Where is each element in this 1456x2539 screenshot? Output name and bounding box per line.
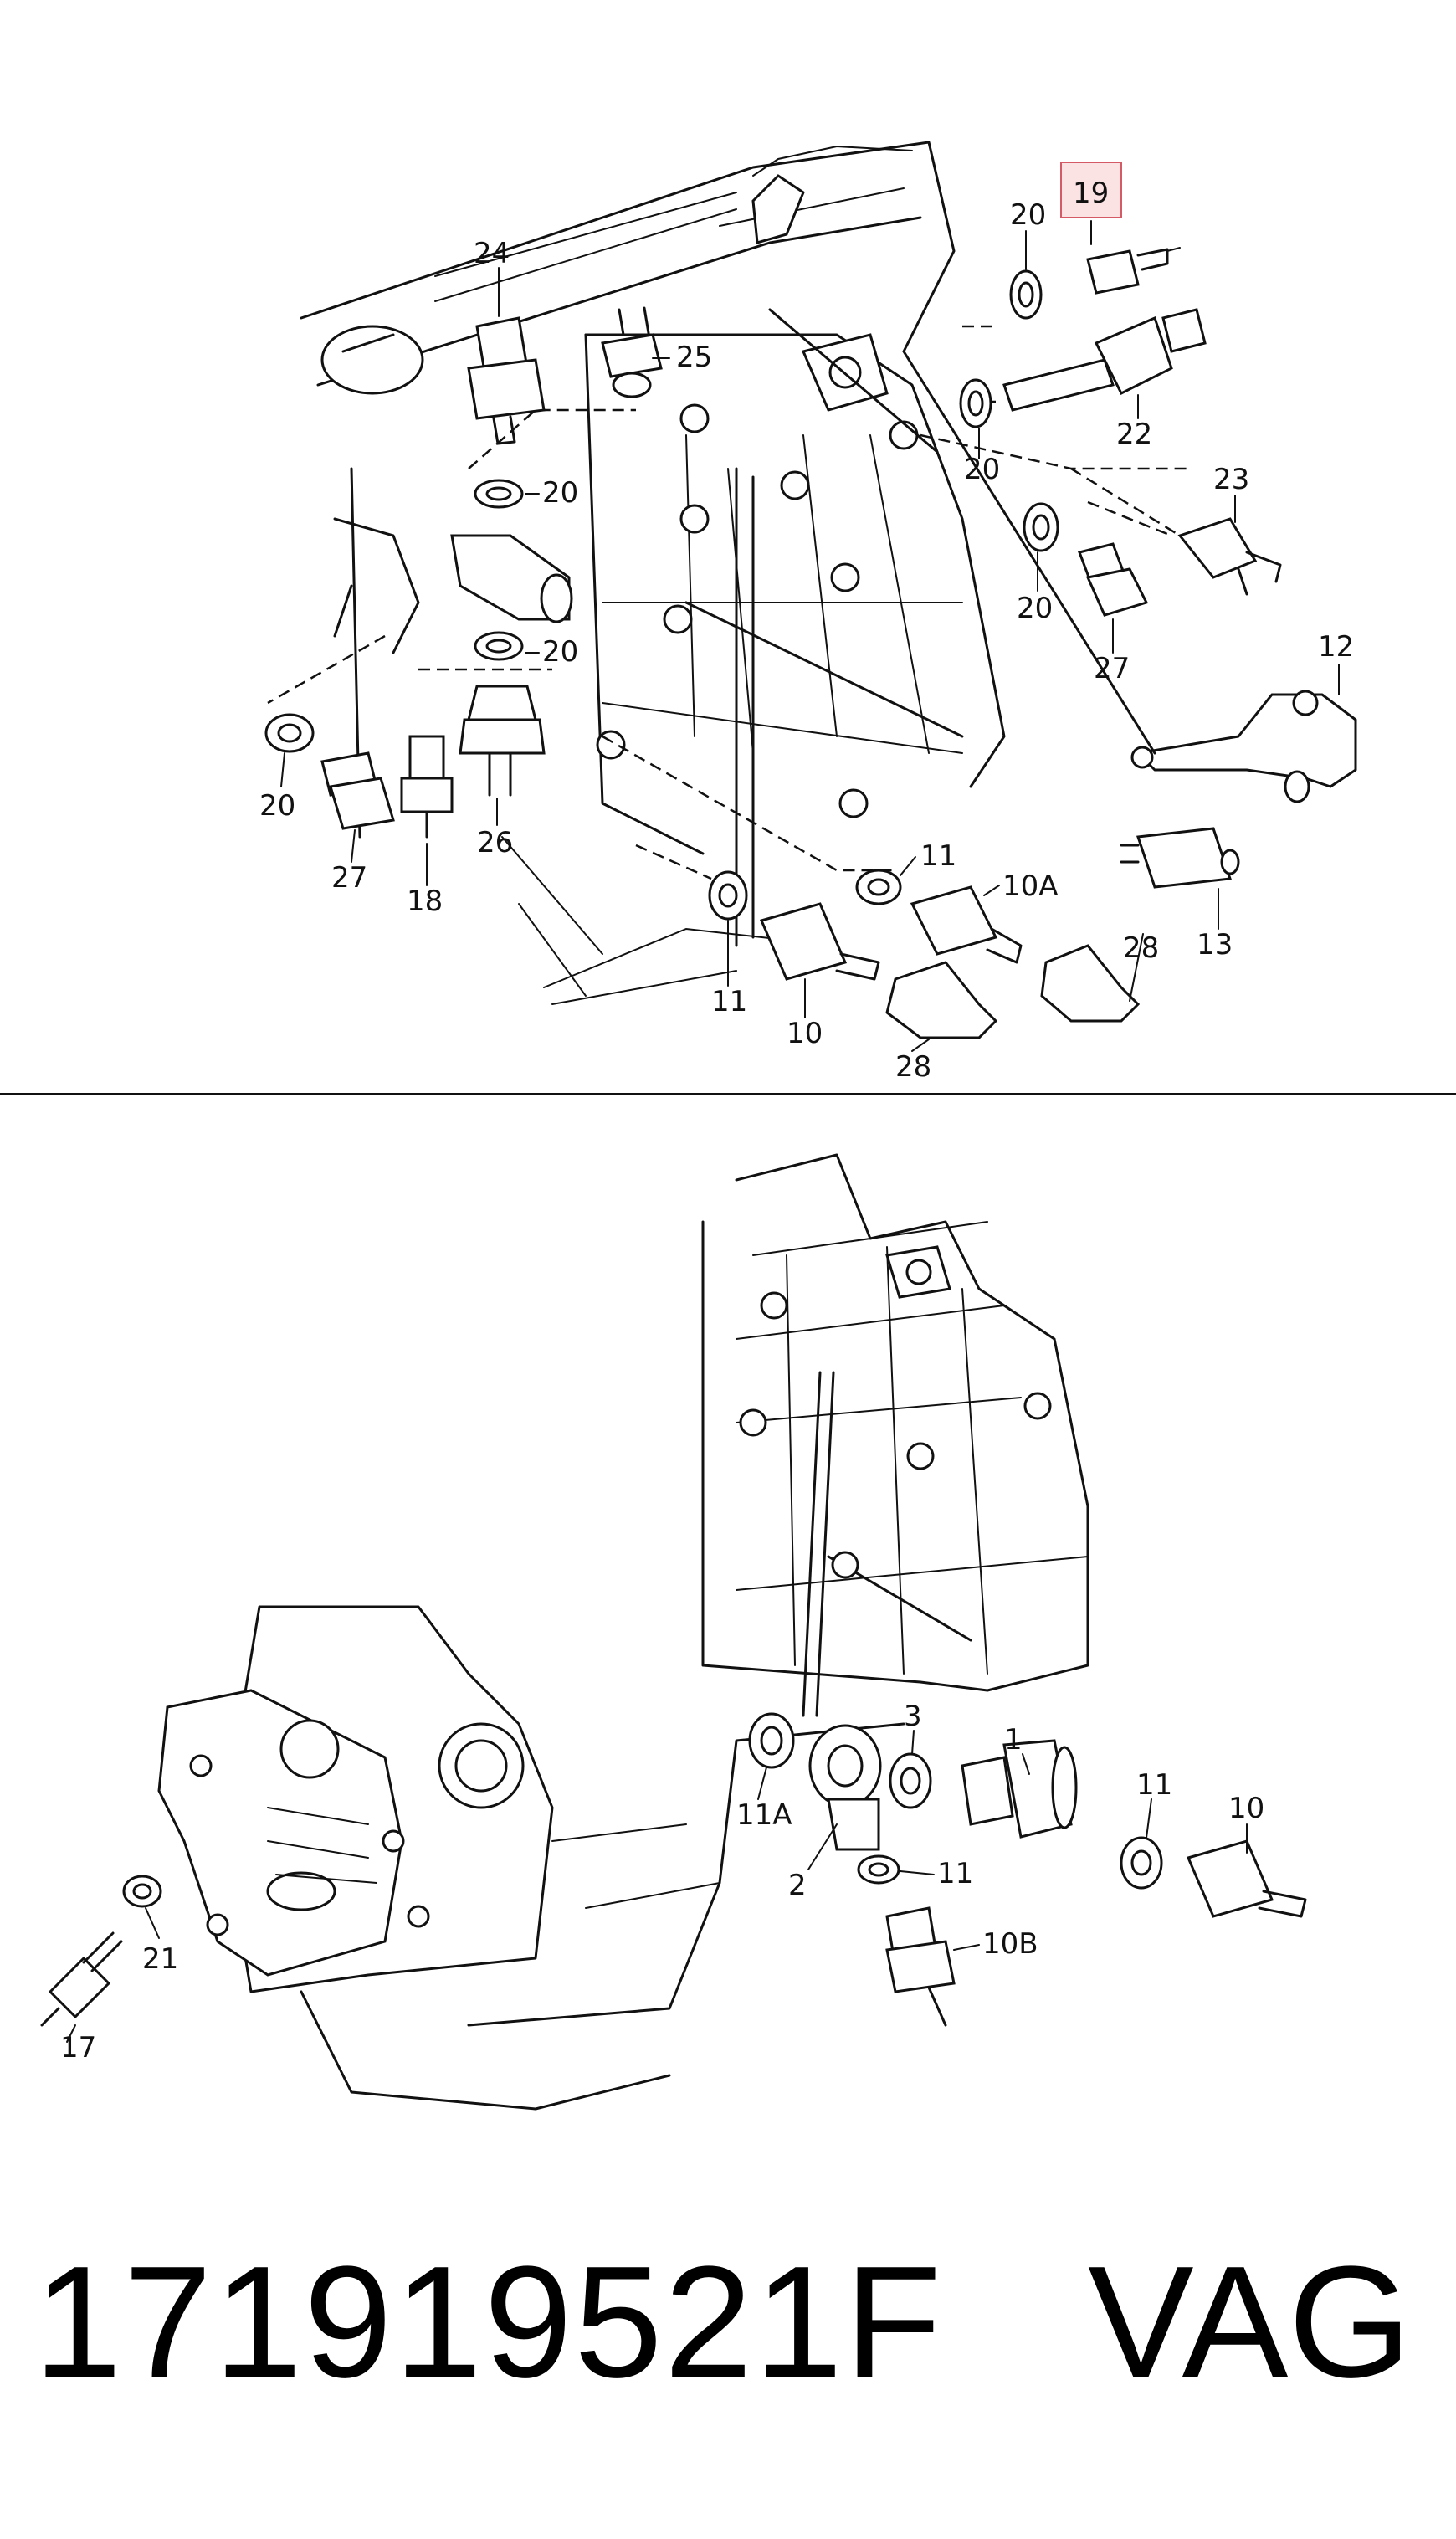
washer-21	[122, 1875, 162, 1908]
sparkplug-17	[40, 1931, 123, 2027]
callout-label: 20	[1017, 592, 1053, 625]
washer-20d	[474, 479, 524, 509]
washer-20c	[1023, 502, 1059, 552]
callout-label: 23	[1213, 463, 1249, 496]
washer-20b	[959, 378, 992, 428]
plug-27a	[1078, 542, 1149, 617]
callout-highlight-box	[1060, 162, 1122, 218]
washer-20e	[474, 631, 524, 661]
sensor-25	[601, 306, 663, 398]
sensor-19	[1086, 247, 1181, 295]
sensor-10b	[885, 1906, 956, 2027]
sensor-23	[1177, 517, 1282, 596]
leader-lines	[267, 325, 1188, 880]
callout-label: 11A	[736, 1798, 792, 1832]
callout-label: 10B	[982, 1927, 1038, 1961]
callout-label: 27	[331, 861, 367, 895]
callout-label: 20	[542, 635, 578, 669]
callout-labels-top: 19 20 24 25 20 20 22 20 23 20 27 12 20 2…	[259, 162, 1354, 1084]
callout-label: 1	[1004, 1723, 1023, 1757]
banjo-2	[808, 1724, 882, 1851]
washer-3	[889, 1752, 932, 1809]
sensor-13	[1120, 827, 1240, 889]
callout-label: 18	[407, 885, 443, 918]
washer-20f	[264, 713, 315, 753]
callout-label: 11	[711, 985, 747, 1018]
callout-label: 20	[964, 453, 1000, 486]
engine-block-top	[300, 141, 1006, 1005]
washer-11-right	[1120, 1836, 1163, 1890]
callout-label: 20	[542, 476, 578, 510]
callout-label: 11	[937, 1857, 973, 1890]
callout-label: 12	[1318, 630, 1354, 664]
sensor-24	[467, 316, 546, 445]
callout-label: 26	[477, 826, 513, 859]
boot-28b	[1040, 944, 1141, 1023]
boot-28a	[885, 961, 998, 1039]
washer-11a	[855, 869, 902, 905]
callout-label: 27	[1094, 652, 1130, 685]
engine-block-bottom	[157, 1153, 1089, 2111]
callout-label: 21	[142, 1942, 178, 1976]
callout-label: 10	[787, 1017, 823, 1050]
callout-label: 13	[1197, 928, 1233, 962]
sensor-10	[759, 902, 880, 981]
callout-label: 20	[259, 789, 295, 823]
callout-label: 11	[1136, 1768, 1172, 1802]
washer-11b	[708, 870, 748, 921]
sensor-10-right	[1186, 1839, 1307, 1918]
label-ticks	[66, 220, 1340, 2043]
washer-20a	[1009, 269, 1043, 320]
sensor-22	[1002, 308, 1207, 412]
parts-diagram: 19 20 24 25 20 20 22 20 23 20 27 12 20 2…	[40, 141, 1357, 2111]
part-number: 171919521F	[33, 2234, 944, 2411]
section-divider	[0, 1093, 1456, 1095]
callout-label: 19	[1073, 177, 1109, 210]
callout-label: 17	[60, 2031, 96, 2065]
callout-labels-bottom: 1 3 11 10 11A 2 11 10B 21 17	[60, 1700, 1264, 2065]
callout-label: 25	[676, 341, 712, 374]
brand-name: VAG	[1088, 2234, 1412, 2411]
callout-label: 22	[1116, 418, 1152, 451]
callout-label: 3	[904, 1700, 922, 1733]
sensor-body-mid	[450, 534, 573, 623]
callout-label: 28	[895, 1050, 931, 1084]
callout-label: 28	[1123, 931, 1159, 965]
washer-11a-bottom	[748, 1712, 795, 1769]
sensor-26	[459, 685, 546, 797]
bolt-1	[961, 1739, 1078, 1839]
sensor-18	[400, 735, 454, 839]
callout-label: 10	[1228, 1792, 1264, 1825]
sensor-10a	[910, 885, 1023, 964]
washer-11-bottom-mid	[857, 1854, 900, 1885]
callout-label: 2	[788, 1869, 807, 1902]
callout-label: 24	[474, 237, 510, 270]
callout-label: 10A	[1002, 869, 1059, 903]
callout-label: 11	[920, 839, 956, 873]
plug-27b	[320, 751, 395, 830]
callout-label: 20	[1010, 198, 1046, 232]
pipe-bracket	[768, 308, 1357, 803]
